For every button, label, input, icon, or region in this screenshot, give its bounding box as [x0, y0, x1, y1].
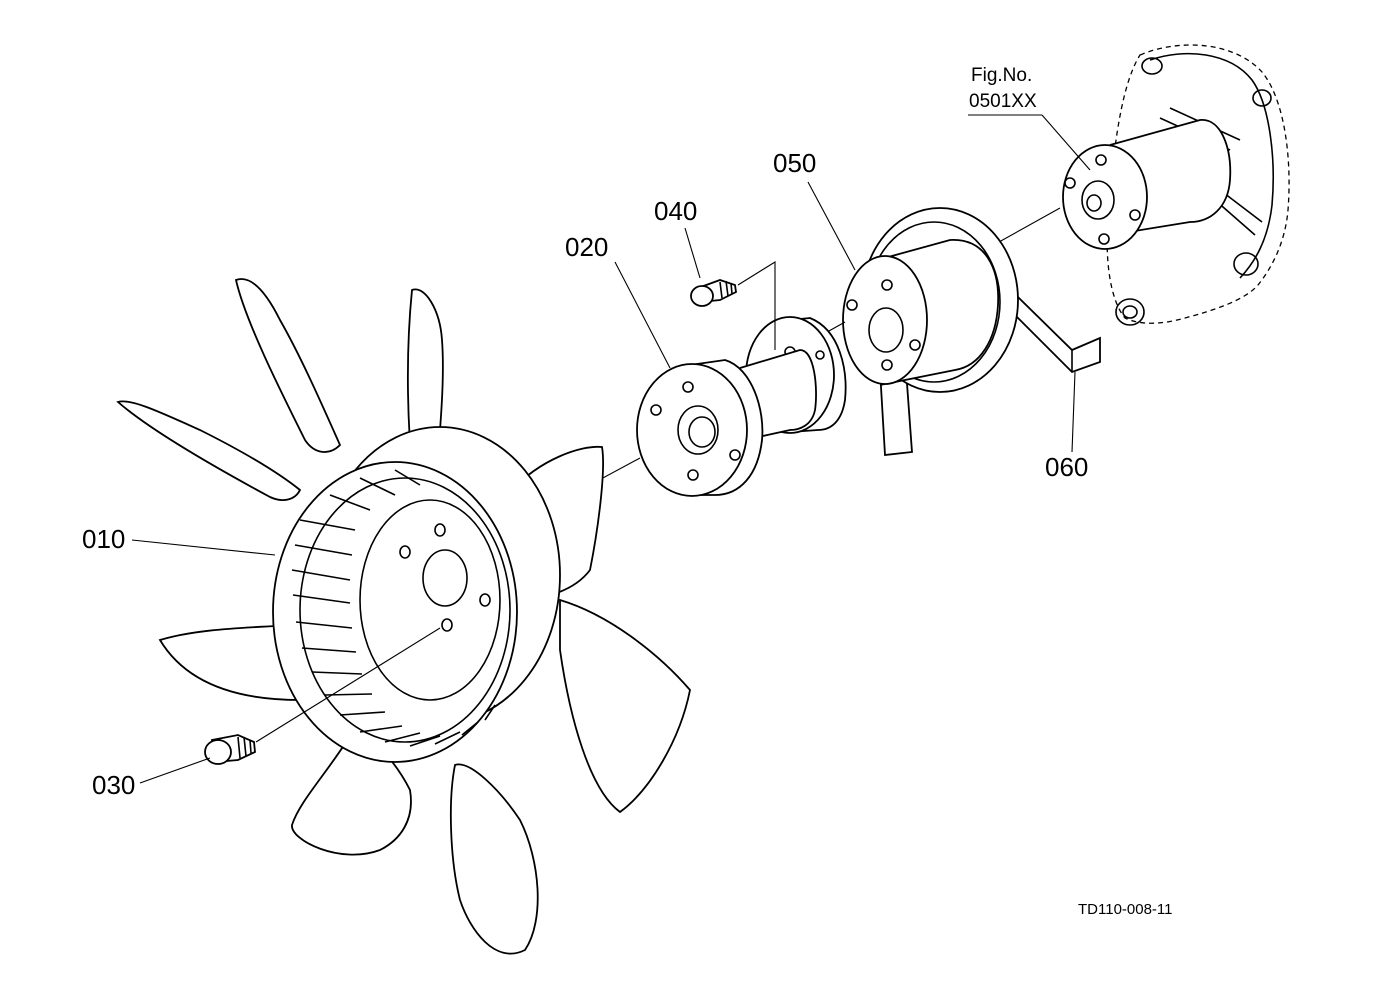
fan-drive-pulley: [842, 207, 1019, 393]
fig-no-label: Fig.No.: [971, 65, 1032, 86]
part-label-030: 030: [92, 770, 135, 800]
part-label-010: 010: [82, 524, 125, 554]
bolt-030: [204, 627, 441, 765]
fig-no-value: 0501XX: [969, 91, 1037, 112]
part-label-060: 060: [1045, 452, 1088, 482]
drawing-code: TD110-008-11: [1078, 901, 1173, 918]
part-label-050: 050: [773, 148, 816, 178]
cooling-fan: [116, 278, 691, 955]
water-pump-housing: [1062, 44, 1290, 326]
spacer: [636, 349, 817, 497]
part-label-040: 040: [654, 196, 697, 226]
assembly-axis-line: [989, 207, 1061, 248]
part-label-020: 020: [565, 232, 608, 262]
leader-lines: [131, 114, 1091, 784]
bolt-040: [690, 261, 776, 350]
v-belt: [879, 252, 1101, 456]
